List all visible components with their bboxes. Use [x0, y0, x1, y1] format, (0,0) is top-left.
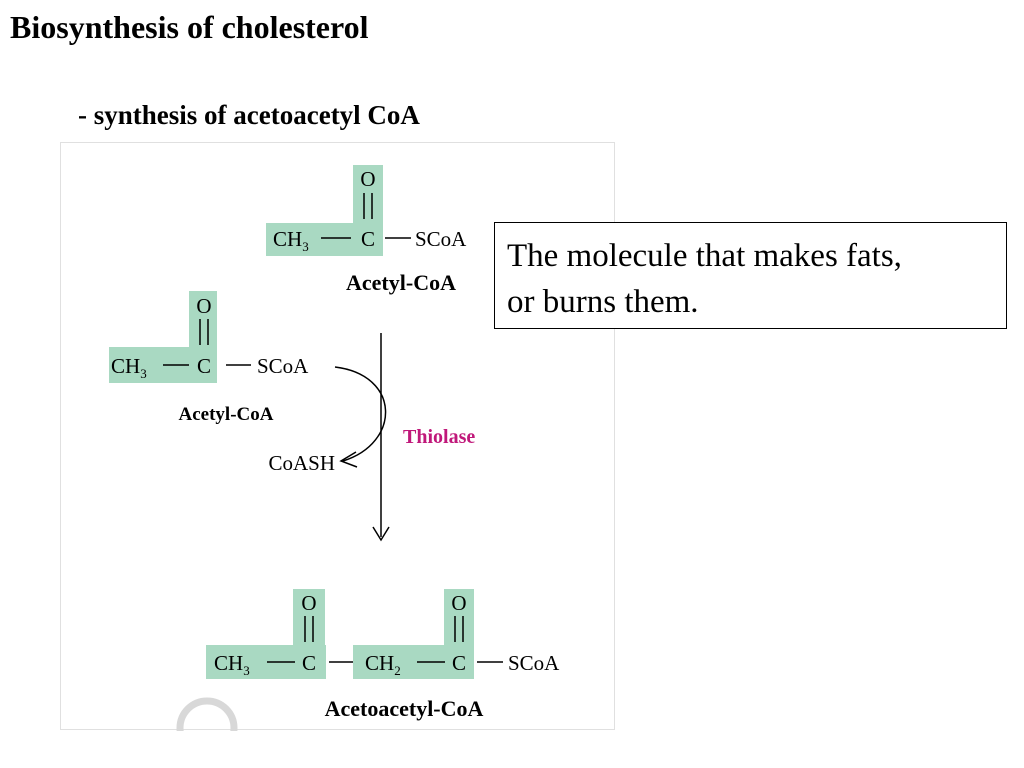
carbonyl-carbon: C — [361, 227, 375, 251]
highlight-box — [189, 291, 217, 383]
methyl-group: CH3 — [214, 651, 250, 678]
slide-subtitle: - synthesis of acetoacetyl CoA — [78, 100, 420, 130]
methyl-group: CH3 — [273, 227, 309, 254]
carbonyl-carbon: C — [302, 651, 316, 675]
compound-name: Acetyl-CoA — [179, 404, 274, 425]
methylene-group: CH2 — [365, 651, 401, 678]
coash-byproduct: CoASH — [268, 451, 335, 475]
acetyl-coa-top: O CH3 C SCoA Acetyl-CoA — [266, 165, 467, 295]
note-box: The molecule that makes fats, or burns t… — [494, 222, 1007, 329]
decorative-circle — [176, 697, 238, 731]
compound-name: Acetoacetyl-CoA — [325, 696, 484, 721]
thioester-group: SCoA — [257, 354, 309, 378]
thioester-group: SCoA — [508, 651, 560, 675]
slide-title: Biosynthesis of cholesterol — [10, 9, 369, 45]
highlight-box — [266, 223, 356, 256]
highlight-box — [444, 589, 474, 679]
oxygen-atom: O — [451, 591, 466, 615]
reaction-arrow-head — [372, 526, 390, 542]
oxygen-atom: O — [301, 591, 316, 615]
acetyl-coa-left: O CH3 C SCoA Acetyl-CoA — [109, 291, 309, 425]
note-line: or burns them. — [507, 284, 699, 321]
highlight-box — [293, 589, 325, 679]
oxygen-atom: O — [196, 294, 211, 318]
methyl-group: CH3 — [111, 354, 147, 381]
oxygen-atom: O — [360, 167, 375, 191]
curved-arrow — [334, 366, 387, 462]
note-line: The molecule that makes fats, — [507, 238, 902, 274]
carbonyl-carbon: C — [452, 651, 466, 675]
compound-name: Acetyl-CoA — [346, 270, 456, 295]
enzyme-label: Thiolase — [403, 426, 475, 448]
thioester-group: SCoA — [415, 227, 467, 251]
highlight-box — [353, 165, 383, 256]
carbonyl-carbon: C — [197, 354, 211, 378]
arrow-head — [339, 451, 358, 468]
acetoacetyl-coa: O O CH3 C CH2 C SCoA Acetoacetyl-CoA — [206, 589, 560, 721]
